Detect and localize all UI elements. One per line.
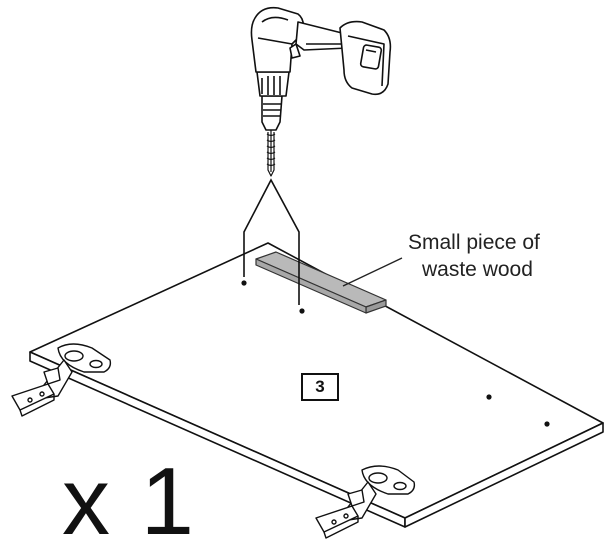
waste-wood-callout: Small piece of waste wood: [408, 229, 598, 283]
hinge-icon: [315, 465, 416, 539]
quantity-label: x 1: [62, 448, 197, 555]
drill-icon: [250, 6, 392, 177]
drill-hole: [241, 280, 247, 286]
part-number-label: 3: [301, 373, 339, 401]
drill-hole: [544, 421, 550, 427]
callout-leader: [342, 257, 403, 287]
drill-hole: [299, 308, 305, 314]
waste-wood-block: [255, 251, 387, 314]
hinge-icon: [11, 343, 112, 417]
drill-holes: [241, 280, 550, 427]
callout-line-2: waste wood: [422, 258, 533, 281]
callout-line-1: Small piece of: [408, 231, 540, 254]
drill-guide-lines: [243, 178, 300, 305]
drill-hole: [486, 394, 492, 400]
